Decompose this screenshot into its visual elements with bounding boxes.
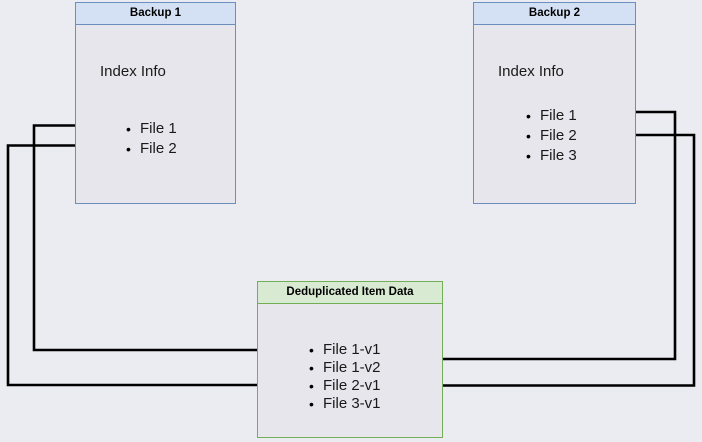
backup-1-index-info-label: Index Info — [100, 63, 166, 80]
list-item[interactable]: File 2 — [526, 126, 577, 146]
list-item[interactable]: File 3-v1 — [309, 395, 381, 413]
list-item[interactable]: File 3 — [526, 146, 577, 166]
list-item[interactable]: File 1 — [126, 119, 177, 139]
list-item[interactable]: File 1-v2 — [309, 359, 381, 377]
list-item[interactable]: File 2 — [126, 139, 177, 159]
backup-2-title: Backup 2 — [474, 3, 635, 25]
deduplicated-item-list: File 1-v1 File 1-v2 File 2-v1 File 3-v1 — [309, 341, 381, 413]
deduplicated-item-data-body: File 1-v1 File 1-v2 File 2-v1 File 3-v1 — [258, 304, 442, 437]
deduplicated-item-data-box[interactable]: Deduplicated Item Data File 1-v1 File 1-… — [257, 281, 443, 438]
backup-1-box[interactable]: Backup 1 Index Info File 1 File 2 — [75, 2, 236, 204]
list-item[interactable]: File 1-v1 — [309, 341, 381, 359]
backup-1-file-list: File 1 File 2 — [126, 119, 177, 159]
backup-2-index-info-label: Index Info — [498, 63, 564, 80]
list-item[interactable]: File 2-v1 — [309, 377, 381, 395]
backup-1-title: Backup 1 — [76, 3, 235, 25]
list-item[interactable]: File 1 — [526, 106, 577, 126]
backup-1-body: Index Info File 1 File 2 — [76, 25, 235, 203]
deduplicated-item-data-title: Deduplicated Item Data — [258, 282, 442, 304]
backup-2-file-list: File 1 File 2 File 3 — [526, 106, 577, 166]
backup-2-body: Index Info File 1 File 2 File 3 — [474, 25, 635, 203]
backup-2-box[interactable]: Backup 2 Index Info File 1 File 2 File 3 — [473, 2, 636, 204]
